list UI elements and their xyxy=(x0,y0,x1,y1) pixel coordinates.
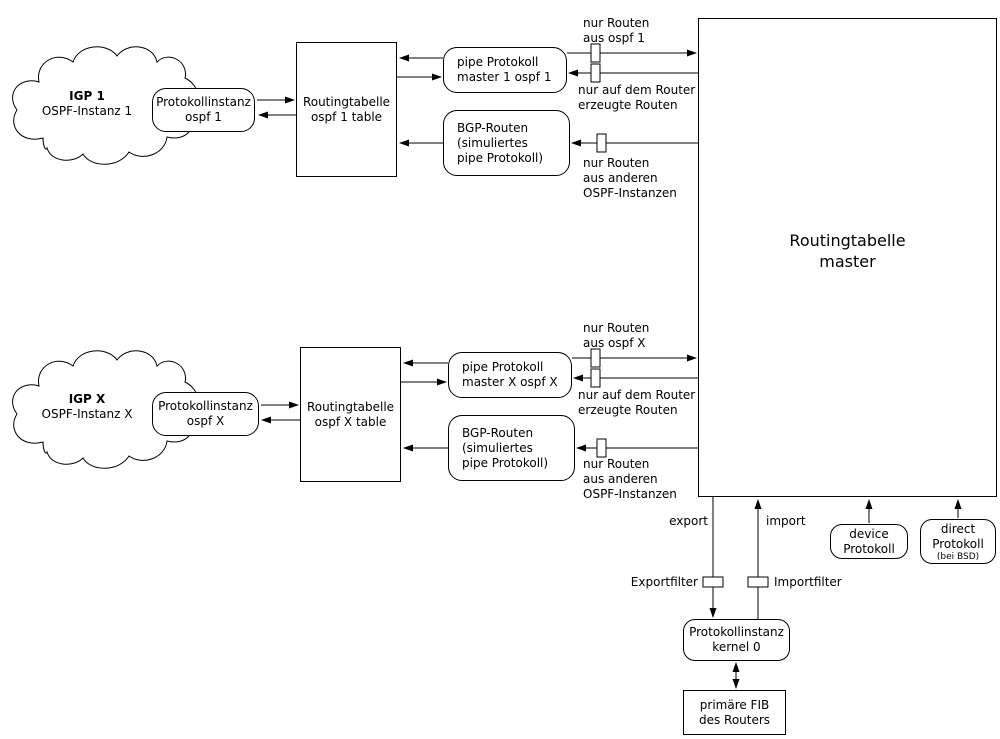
direct-line1: direct xyxy=(940,521,976,536)
filter-mark-ospfx-export xyxy=(590,348,601,368)
filter-mark-ospf1-import xyxy=(590,63,601,83)
filter-mark-bgp1 xyxy=(596,133,607,153)
node-fib: primäre FIB des Routers xyxy=(683,690,786,735)
node-direct: direct Protokoll (bei BSD) xyxy=(920,519,996,564)
node-pipe-masterx: pipe Protokoll master X ospf X xyxy=(448,352,572,398)
filter-mark-exportfilter xyxy=(702,576,724,588)
filter-mark-bgpx xyxy=(596,438,607,458)
node-table-ospfx: Routingtabelle ospf X table xyxy=(300,347,401,482)
label-igpx: IGP X OSPF-Instanz X xyxy=(27,392,147,422)
label-other-ospf-x: nur Routen aus anderen OSPF-Instanzen xyxy=(583,457,677,501)
master-table-label: Routingtabelle master xyxy=(789,231,906,271)
label-routes-from-ospfx: nur Routen aus ospf X xyxy=(583,321,650,350)
node-bgp-routesx: BGP-Routen (simuliertes pipe Protokoll) xyxy=(448,415,575,481)
label-router-generated-1: nur auf dem Router erzeugte Routen xyxy=(578,83,696,112)
label-export-filter: Exportfilter xyxy=(630,575,698,589)
label-export: export xyxy=(669,514,708,528)
node-pipe-master1: pipe Protokoll master 1 ospf 1 xyxy=(443,47,567,93)
label-igp1: IGP 1 OSPF-Instanz 1 xyxy=(27,89,147,119)
direct-note: (bei BSD) xyxy=(936,551,980,562)
igpx-subtitle: OSPF-Instanz X xyxy=(41,407,133,421)
label-import-filter: Importfilter xyxy=(774,575,842,589)
node-table-ospf1: Routingtabelle ospf 1 table xyxy=(296,42,397,177)
node-proto-ospf1: Protokollinstanz ospf 1 xyxy=(152,88,255,132)
direct-line2: Protokoll xyxy=(932,536,984,551)
node-master-table: Routingtabelle master xyxy=(698,18,997,497)
cloud-igpx-shape xyxy=(12,350,199,469)
cloud-igp1-shape xyxy=(12,46,199,165)
filter-mark-ospfx-import xyxy=(590,368,601,388)
igp1-title: IGP 1 xyxy=(69,89,105,103)
node-bgp-routes1: BGP-Routen (simuliertes pipe Protokoll) xyxy=(443,110,570,176)
node-device: device Protokoll xyxy=(830,524,908,559)
label-routes-from-ospf1: nur Routen aus ospf 1 xyxy=(583,16,650,45)
igpx-title: IGP X xyxy=(68,392,106,406)
node-kernel: Protokollinstanz kernel 0 xyxy=(683,619,790,661)
label-import: import xyxy=(766,514,806,528)
label-router-generated-x: nur auf dem Router erzeugte Routen xyxy=(578,388,696,417)
filter-mark-ospf1-export xyxy=(590,43,601,63)
igp1-subtitle: OSPF-Instanz 1 xyxy=(41,104,133,118)
filter-mark-importfilter xyxy=(747,576,769,588)
node-proto-ospfx: Protokollinstanz ospf X xyxy=(152,392,259,436)
label-other-ospf-1: nur Routen aus anderen OSPF-Instanzen xyxy=(583,156,677,200)
